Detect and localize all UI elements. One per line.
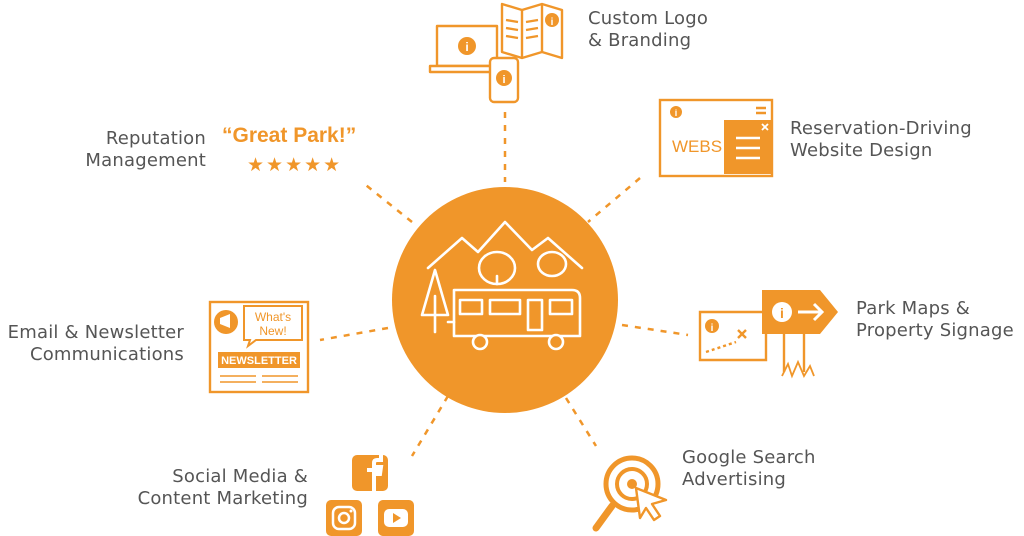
label-reputation-line1: Reputation (105, 128, 206, 149)
label-reputation: Reputation Management (85, 128, 206, 172)
connector-social (410, 395, 450, 457)
svg-text:i: i (780, 305, 784, 321)
label-custom-logo-line1: Custom Logo (588, 8, 709, 29)
rv-camper-mountains-icon (392, 187, 618, 413)
svg-text:i: i (465, 40, 468, 54)
label-website-line1: Reservation-Driving (790, 118, 972, 139)
review-quote: “Great Park!” (222, 124, 357, 147)
label-social: Social Media & Content Marketing (138, 466, 308, 510)
label-google: Google Search Advertising (682, 447, 816, 491)
label-website-line2: Website Design (790, 140, 933, 161)
devices-brochure-icon: i i i (428, 2, 564, 104)
label-maps-line1: Park Maps & (856, 298, 970, 319)
instagram-icon (326, 500, 362, 536)
label-email-line1: Email & Newsletter (7, 322, 184, 343)
connector-website (587, 177, 641, 223)
map-signpost-icon: i i (698, 290, 838, 379)
label-google-line1: Google Search (682, 447, 816, 468)
connector-email (319, 326, 389, 342)
newsletter-callout-line1: What's (255, 310, 291, 324)
label-reputation-line2: Management (85, 150, 206, 171)
website-screen-text: WEBS (672, 137, 722, 156)
svg-text:i: i (711, 323, 714, 334)
facebook-icon (352, 454, 388, 491)
label-email: Email & Newsletter Communications (8, 322, 184, 366)
star-rating-icon: ★★★★★ (247, 154, 343, 176)
label-website: Reservation-Driving Website Design (790, 118, 972, 162)
label-social-line1: Social Media & (172, 466, 308, 487)
label-maps-line2: Property Signage (856, 320, 1014, 341)
label-custom-logo: Custom Logo & Branding (588, 8, 708, 52)
label-custom-logo-line2: & Branding (588, 30, 692, 51)
label-social-line2: Content Marketing (137, 488, 308, 509)
connector-google (564, 397, 598, 447)
svg-text:i: i (675, 108, 678, 118)
label-email-line2: Communications (29, 344, 184, 365)
newsletter-callout-line2: New! (259, 324, 286, 338)
svg-text:i: i (551, 17, 554, 28)
label-google-line2: Advertising (682, 469, 787, 490)
connector-reputation (361, 181, 413, 223)
website-window-icon: i WEBS (658, 98, 774, 178)
label-maps: Park Maps & Property Signage (856, 298, 1014, 342)
newsletter-banner-text: NEWSLETTER (221, 355, 297, 367)
youtube-icon (378, 500, 414, 536)
connector-maps (621, 323, 689, 337)
connector-lines (319, 112, 689, 457)
newsletter-icon: What's New! NEWSLETTER (208, 300, 310, 394)
target-cursor-icon (592, 455, 668, 532)
svg-text:i: i (502, 74, 505, 86)
